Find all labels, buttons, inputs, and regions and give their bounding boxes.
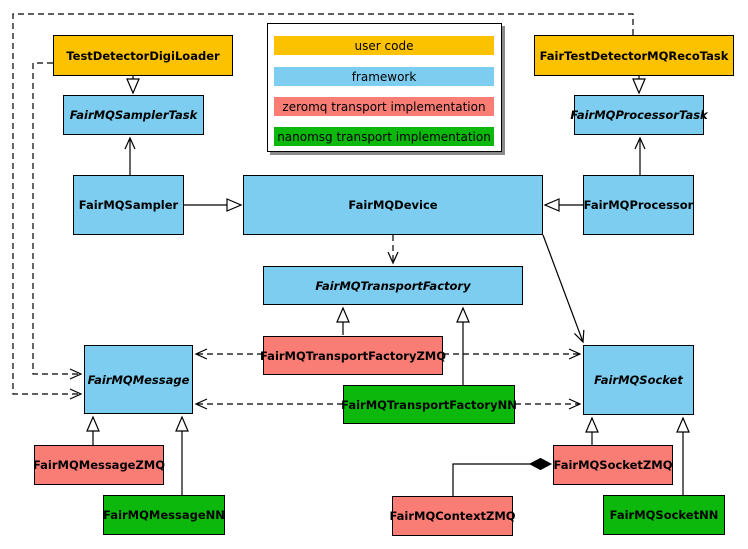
node-fairmqsocket: FairMQSocket	[583, 345, 694, 415]
node-fairmqmessagenn: FairMQMessageNN	[103, 495, 225, 535]
edge-association-device-socket	[542, 234, 585, 344]
node-label: FairMQTransportFactoryNN	[341, 397, 517, 412]
node-fairtestdetectormqrecotask: FairTestDetectorMQRecoTask	[534, 35, 734, 76]
node-fairmqtransportfactory: FairMQTransportFactory	[263, 266, 523, 305]
node-testdetectordigiloader: TestDetectorDigiLoader	[53, 35, 233, 76]
node-fairmqsocketzmq: FairMQSocketZMQ	[553, 445, 673, 485]
node-label: FairMQMessageZMQ	[32, 458, 166, 472]
node-label: TestDetectorDigiLoader	[66, 48, 220, 63]
node-label: FairMQMessage	[87, 372, 190, 387]
node-label: FairMQTransportFactoryZMQ	[260, 348, 447, 363]
node-label: FairMQSocket	[594, 373, 683, 387]
node-label: FairMQSocketNN	[609, 508, 719, 522]
legend-item-zeromq: zeromq transport implementation	[274, 97, 494, 116]
node-fairmqtransportfactorynn: FairMQTransportFactoryNN	[341, 385, 517, 424]
node-label: FairMQDevice	[348, 198, 438, 212]
node-fairmqtransportfactoryzmq: FairMQTransportFactoryZMQ	[260, 336, 447, 375]
edge-composition-socketzmq-contextzmq	[452, 464, 551, 496]
node-label: FairMQTransportFactory	[315, 278, 471, 293]
node-fairmqprocessor: FairMQProcessor	[583, 175, 694, 235]
node-fairmqprocessortask: FairMQProcessorTask	[570, 95, 708, 135]
node-label: FairMQSocketZMQ	[553, 458, 673, 472]
node-fairmqsocketnn: FairMQSocketNN	[603, 495, 725, 535]
node-fairmqsamplertask: FairMQSamplerTask	[63, 95, 204, 135]
node-fairmqdevice: FairMQDevice	[243, 175, 543, 235]
edge-dependency-digiloader-message	[32, 62, 83, 380]
node-fairmqmessagezmq: FairMQMessageZMQ	[32, 445, 166, 485]
legend-item-user-code: user code	[274, 36, 494, 55]
legend-item-framework: framework	[274, 67, 494, 86]
node-label: FairMQProcessorTask	[570, 108, 708, 122]
node-label: FairTestDetectorMQRecoTask	[539, 48, 729, 63]
node-label: FairMQSamplerTask	[69, 108, 198, 122]
node-label: FairMQMessageNN	[103, 508, 225, 522]
node-label: FairMQSampler	[78, 198, 179, 212]
node-fairmqcontextzmq: FairMQContextZMQ	[389, 496, 516, 536]
node-label: FairMQProcessor	[583, 198, 694, 212]
node-fairmqmessage: FairMQMessage	[84, 345, 193, 414]
edge-dependency-recotask-message	[12, 13, 634, 400]
node-label: FairMQContextZMQ	[389, 509, 516, 523]
legend-box: user code framework zeromq transport imp…	[267, 23, 502, 152]
legend-item-nanomsg: nanomsg transport implementation	[274, 127, 494, 146]
node-fairmqsampler: FairMQSampler	[73, 175, 184, 235]
